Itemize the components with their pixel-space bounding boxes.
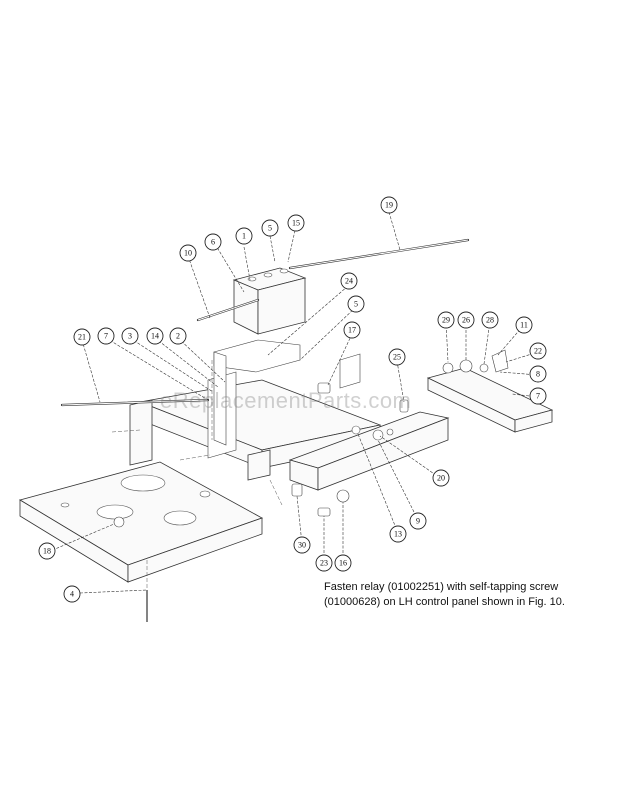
small-parts bbox=[113, 382, 409, 528]
callout-13: 13 bbox=[389, 525, 407, 543]
callout-10-label: 10 bbox=[184, 249, 192, 258]
callout-20-label: 20 bbox=[437, 474, 445, 483]
callout-14-label: 14 bbox=[151, 332, 159, 341]
callout-21: 21 bbox=[73, 328, 91, 346]
callout-15: 15 bbox=[287, 214, 305, 232]
callouts: 1 5 15 19 6 10 24 5 17 21 7 3 14 2 25 29… bbox=[38, 196, 547, 603]
callout-10: 10 bbox=[179, 244, 197, 262]
callout-4: 4 bbox=[63, 585, 81, 603]
callout-20: 20 bbox=[432, 469, 450, 487]
callout-25-label: 25 bbox=[393, 353, 401, 362]
callout-4-label: 4 bbox=[70, 590, 74, 599]
callout-29-label: 29 bbox=[442, 316, 450, 325]
callout-21-label: 21 bbox=[78, 333, 86, 342]
callout-11: 11 bbox=[515, 316, 533, 334]
callout-9-label: 9 bbox=[416, 517, 420, 526]
callout-8-label: 8 bbox=[536, 370, 540, 379]
callout-18: 18 bbox=[38, 542, 56, 560]
callout-30: 30 bbox=[293, 536, 311, 554]
callout-5b-label: 5 bbox=[354, 300, 358, 309]
callout-18-label: 18 bbox=[43, 547, 51, 556]
callout-9: 9 bbox=[409, 512, 427, 530]
callout-24-label: 24 bbox=[345, 277, 353, 286]
callout-5a-label: 5 bbox=[268, 224, 272, 233]
assembly-note-line-1: Fasten relay (01002251) with self-tappin… bbox=[324, 581, 559, 593]
callout-17: 17 bbox=[343, 321, 361, 339]
callout-7a-label: 7 bbox=[104, 332, 108, 341]
callout-7b: 7 bbox=[529, 387, 547, 405]
callout-5a: 5 bbox=[261, 219, 279, 237]
assembly-note: Fasten relay (01002251) with self-tappin… bbox=[324, 580, 584, 610]
right-bracket bbox=[426, 349, 554, 433]
callout-22: 22 bbox=[529, 342, 547, 360]
callout-24: 24 bbox=[340, 272, 358, 290]
callout-17-label: 17 bbox=[348, 326, 356, 335]
callout-16: 16 bbox=[334, 554, 352, 572]
callout-3: 3 bbox=[121, 327, 139, 345]
callout-30-label: 30 bbox=[298, 541, 306, 550]
leader-lines bbox=[47, 211, 539, 594]
rods bbox=[60, 238, 470, 622]
callout-7b-label: 7 bbox=[536, 392, 540, 401]
callout-22-label: 22 bbox=[534, 347, 542, 356]
callout-11-label: 11 bbox=[520, 321, 528, 330]
callout-26: 26 bbox=[457, 311, 475, 329]
callout-6-label: 6 bbox=[211, 238, 215, 247]
callout-5b: 5 bbox=[347, 295, 365, 313]
callout-3-label: 3 bbox=[128, 332, 132, 341]
callout-6: 6 bbox=[204, 233, 222, 251]
callout-7a: 7 bbox=[97, 327, 115, 345]
callout-1-label: 1 bbox=[242, 232, 246, 241]
callout-13-label: 13 bbox=[394, 530, 402, 539]
callout-23-label: 23 bbox=[320, 559, 328, 568]
battery-assembly bbox=[211, 267, 307, 446]
callout-14: 14 bbox=[146, 327, 164, 345]
base-platform bbox=[18, 461, 263, 583]
callout-29: 29 bbox=[437, 311, 455, 329]
callout-28-label: 28 bbox=[486, 316, 494, 325]
callout-19-label: 19 bbox=[385, 201, 393, 210]
callout-2: 2 bbox=[169, 327, 187, 345]
callout-8: 8 bbox=[529, 365, 547, 383]
assembly-note-line-2: (01000628) on LH control panel shown in … bbox=[324, 596, 565, 608]
callout-26-label: 26 bbox=[462, 316, 470, 325]
control-panel bbox=[288, 353, 450, 491]
watermark-text: eReplacementParts.com bbox=[160, 388, 412, 413]
callout-2-label: 2 bbox=[176, 332, 180, 341]
callout-28: 28 bbox=[481, 311, 499, 329]
callout-19: 19 bbox=[380, 196, 398, 214]
callout-1: 1 bbox=[235, 227, 253, 245]
callout-16-label: 16 bbox=[339, 559, 347, 568]
callout-15-label: 15 bbox=[292, 219, 300, 228]
callout-23: 23 bbox=[315, 554, 333, 572]
callout-25: 25 bbox=[388, 348, 406, 366]
